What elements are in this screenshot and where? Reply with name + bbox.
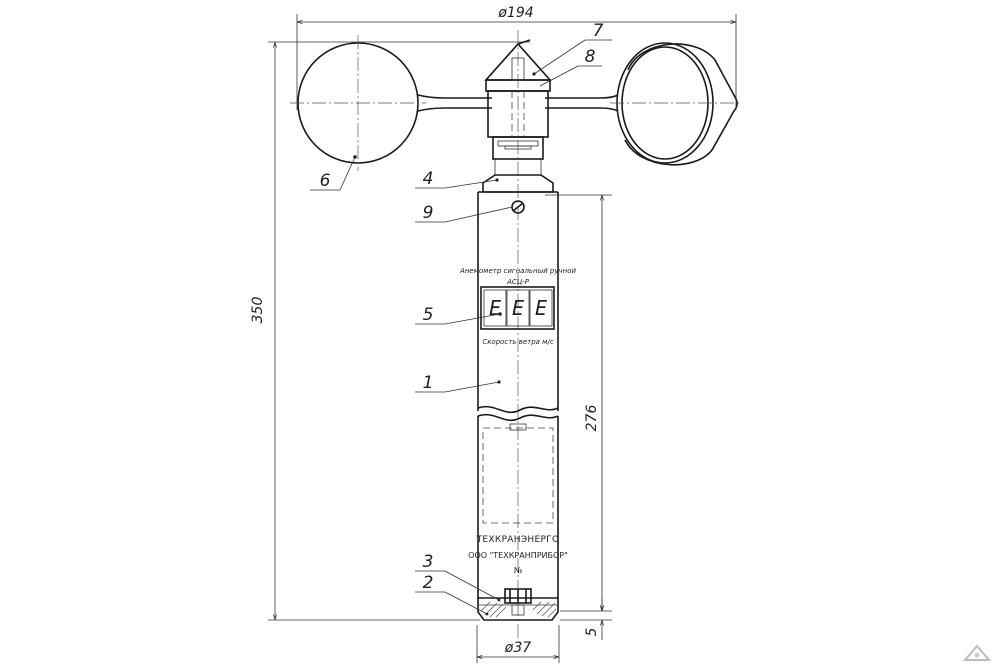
display-digit-1: E (489, 296, 501, 320)
callout-7-text: 7 (593, 21, 604, 41)
speed-label: Скорость ветра м/с (482, 338, 554, 346)
dimension-body-height: 276 (545, 194, 612, 612)
rotor-hub (484, 39, 552, 175)
dimension-bottom-offset: 5 (560, 598, 612, 640)
body (477, 174, 559, 598)
callout-1: 1 (415, 373, 501, 393)
dimension-overall-height: 350 (250, 41, 530, 621)
instrument-name: Анемометр сигнальный ручной (459, 267, 577, 275)
callout-8: 8 (539, 47, 602, 87)
callout-1-text: 1 (423, 373, 434, 393)
dimension-body-diameter: ø37 (476, 625, 560, 663)
callout-2-text: 2 (423, 573, 434, 593)
display-digit-3: E (535, 296, 547, 320)
callout-5: 5 (415, 305, 501, 325)
display: E E E (480, 286, 555, 330)
dimension-body-diameter-text: ø37 (504, 640, 531, 656)
right-cup (610, 42, 742, 166)
dimension-bottom-offset-text: 5 (584, 627, 600, 636)
callout-8-text: 8 (585, 47, 596, 67)
cup-arms (417, 94, 619, 112)
dimension-overall-width: ø194 (296, 5, 737, 110)
number-sign: № (514, 566, 523, 575)
company-name: ТЕХКРАНЭНЕРГО (476, 535, 560, 545)
dimension-overall-width-text: ø194 (497, 5, 533, 21)
dimension-body-height-text: 276 (584, 405, 600, 432)
callout-7: 7 (532, 21, 612, 76)
callout-3: 3 (415, 552, 500, 601)
callout-2: 2 (415, 573, 488, 615)
bottom-cap (477, 588, 559, 621)
callout-6: 6 (310, 156, 356, 191)
callout-4-text: 4 (423, 169, 434, 189)
instrument-model: АСЦ-Р (506, 278, 530, 286)
callout-9: 9 (415, 203, 513, 223)
callout-6-text: 6 (320, 171, 331, 191)
dimension-overall-height-text: 350 (250, 297, 266, 324)
callout-4: 4 (415, 169, 499, 189)
left-cup (290, 35, 426, 171)
callout-3-text: 3 (423, 552, 434, 572)
subcompany-name: ООО "ТЕХКРАНПРИБОР" (468, 551, 568, 560)
callout-9-text: 9 (423, 203, 434, 223)
watermark-logo (962, 644, 992, 661)
callout-5-text: 5 (423, 305, 434, 325)
display-digit-2: E (512, 296, 524, 320)
